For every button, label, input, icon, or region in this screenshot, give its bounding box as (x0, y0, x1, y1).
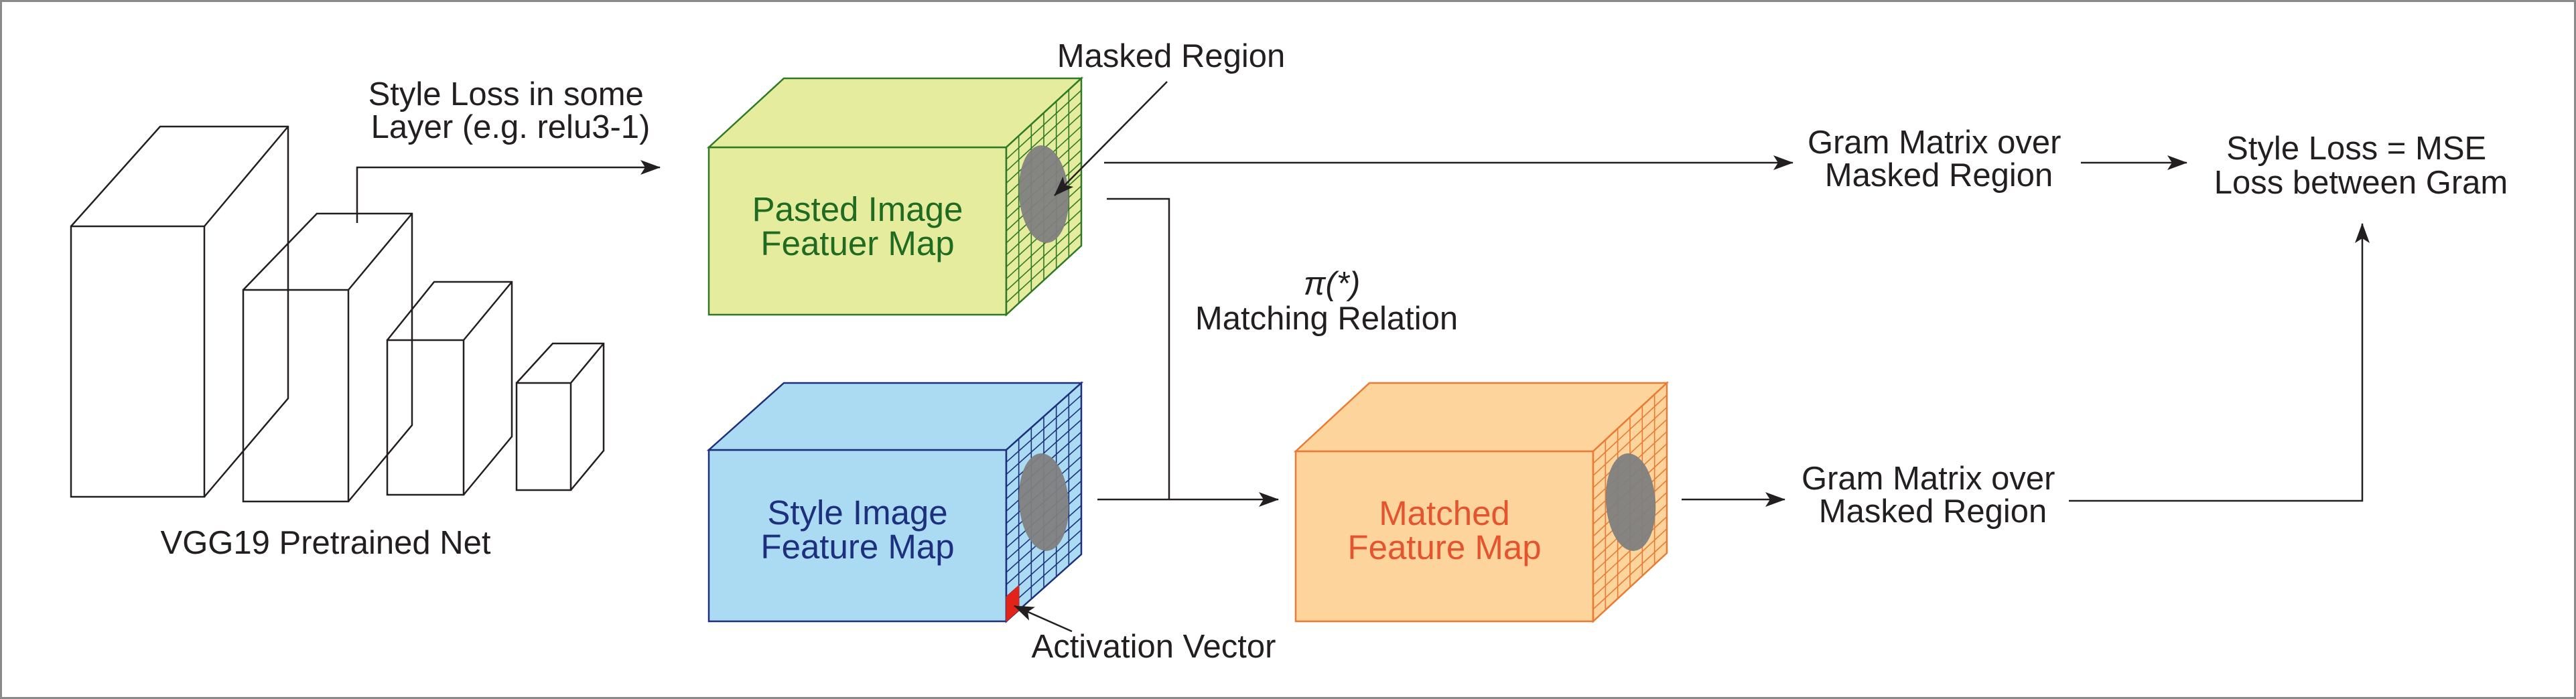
masked-region-label: Masked Region (1057, 38, 1285, 74)
vgg-layer-2 (242, 212, 413, 503)
layer-tap-arrow (356, 160, 661, 223)
activation-vector-label: Activation Vector (1032, 629, 1276, 665)
masked-region-ellipse (1605, 453, 1656, 551)
side-grid (1006, 394, 1082, 611)
front-face (707, 449, 1008, 623)
arrow-bottom-gram-to-loss (2069, 223, 2370, 502)
vgg-network (70, 125, 605, 503)
pi-symbol: π(*) (1304, 266, 1361, 302)
masked-region-ellipse (1018, 453, 1069, 551)
gram-bottom-label: Gram Matrix over Masked Region (1802, 461, 2064, 530)
layer-label: Style Loss in some Layer (e.g. relu3-1) (368, 76, 653, 145)
vgg-label: VGG19 Pretrained Net (161, 525, 491, 561)
front-face (707, 146, 1008, 316)
masked-region-ellipse (1018, 145, 1069, 243)
vgg-layer-4 (515, 342, 605, 491)
front-face (1294, 450, 1595, 623)
vgg-layer-3 (386, 281, 513, 496)
matching-relation-line (1107, 198, 1170, 499)
masked-region-pointer (1054, 81, 1168, 196)
vgg-layer-1 (70, 125, 289, 498)
style-loss-label: Style Loss = MSE Loss between Gram (2214, 131, 2508, 201)
matching-relation-label: Matching Relation (1195, 301, 1458, 337)
gram-top-label: Gram Matrix over Masked Region (1808, 125, 2070, 193)
activation-vector-pointer (1014, 605, 1073, 633)
